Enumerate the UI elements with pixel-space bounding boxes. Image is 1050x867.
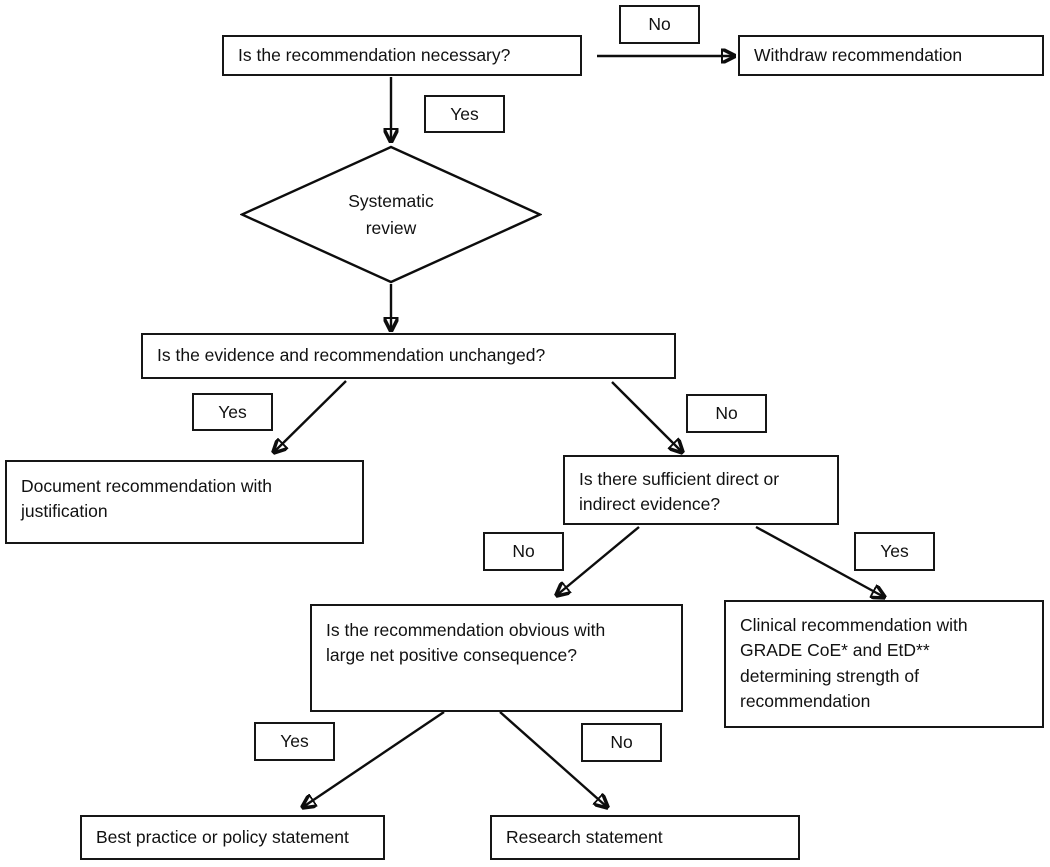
node-label: Is the evidence and recommendation uncha…: [157, 345, 546, 366]
edge-label-unchanged-no: No: [686, 394, 767, 433]
node-label: Withdraw recommendation: [754, 44, 963, 65]
node-label: Clinical recommendation with GRADE CoE* …: [740, 615, 968, 712]
edge-label-evidence-yes: Yes: [854, 532, 935, 571]
edge-label-text: Yes: [218, 401, 247, 422]
edge-label-obvious-no: No: [581, 723, 662, 762]
edge-label-necessary-no: No: [619, 5, 700, 44]
node-withdraw-recommendation[interactable]: Withdraw recommendation: [738, 35, 1044, 76]
node-label: Is there sufficient direct or indirect e…: [579, 469, 780, 515]
node-label: Systematic review: [348, 191, 434, 238]
node-document-recommendation[interactable]: Document recommendation with justificati…: [5, 460, 364, 544]
edge-label-text: Yes: [280, 731, 309, 751]
edge-label-text: Yes: [450, 103, 479, 124]
node-question-necessary[interactable]: Is the recommendation necessary?: [222, 35, 582, 76]
edge-label-obvious-yes: Yes: [254, 722, 335, 761]
node-research-statement[interactable]: Research statement: [490, 815, 800, 860]
node-question-obvious[interactable]: Is the recommendation obvious with large…: [310, 604, 683, 712]
node-question-unchanged[interactable]: Is the evidence and recommendation uncha…: [141, 333, 676, 379]
node-question-sufficient-evidence[interactable]: Is there sufficient direct or indirect e…: [563, 455, 839, 525]
edge-label-text: Yes: [880, 541, 909, 561]
edge-unchanged-no: [611, 381, 682, 452]
node-systematic-review[interactable]: Systematic review: [240, 145, 542, 284]
edge-unchanged-yes: [274, 380, 347, 452]
edge-evidence-no: [557, 526, 640, 595]
edge-label-necessary-yes: Yes: [424, 95, 505, 133]
edge-label-text: No: [610, 732, 633, 752]
node-best-practice-statement[interactable]: Best practice or policy statement: [80, 815, 385, 860]
node-label: Is the recommendation obvious with large…: [326, 620, 606, 666]
diamond-shape: [240, 145, 542, 284]
node-label: Best practice or policy statement: [96, 826, 349, 847]
edge-label-evidence-no: No: [483, 532, 564, 571]
edge-label-text: No: [648, 14, 671, 34]
node-clinical-recommendation[interactable]: Clinical recommendation with GRADE CoE* …: [724, 600, 1044, 728]
node-label: Research statement: [506, 826, 663, 847]
node-label: Is the recommendation necessary?: [238, 44, 511, 65]
edge-label-text: No: [512, 541, 535, 561]
edge-label-text: No: [715, 403, 738, 423]
node-label: Document recommendation with justificati…: [21, 476, 272, 522]
edge-label-unchanged-yes: Yes: [192, 393, 273, 431]
